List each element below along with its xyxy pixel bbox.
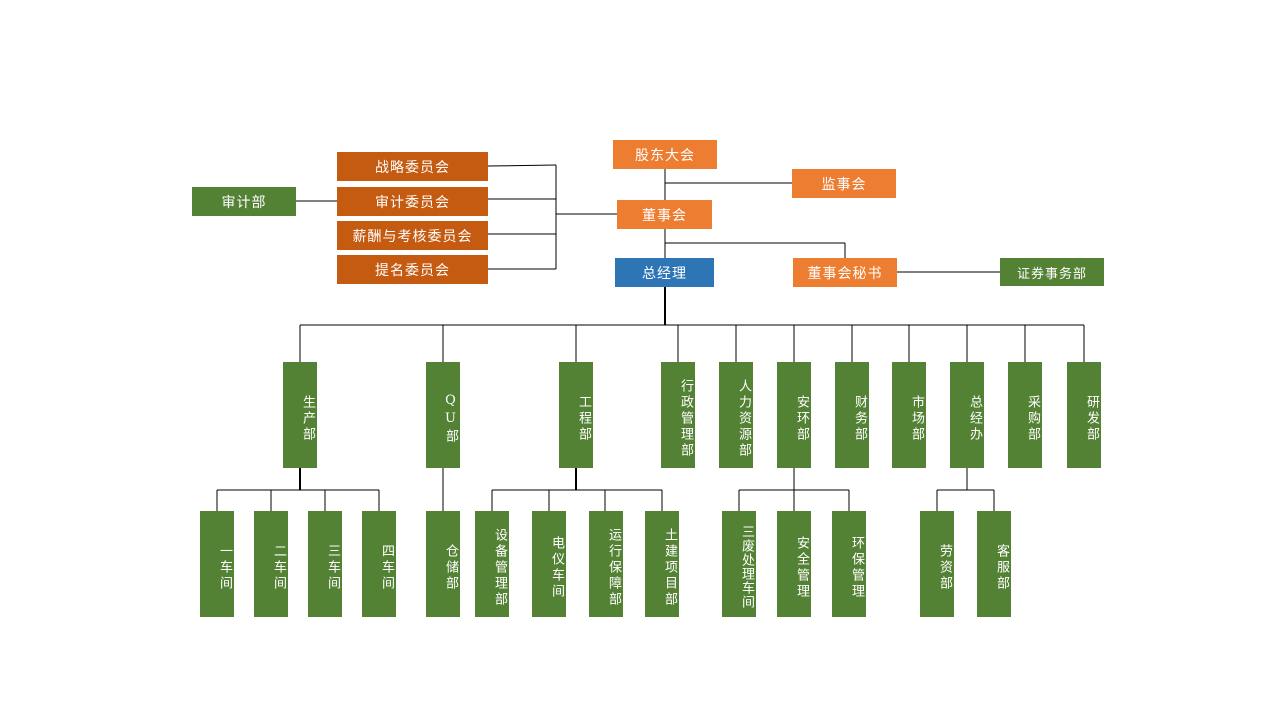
committee-audit-box: 审计委员会 <box>337 187 488 216</box>
dept-finance-box: 财务部 <box>835 362 869 468</box>
waste-treatment-box: 三废处理车间 <box>722 511 756 617</box>
warehouse-box: 仓储部 <box>426 511 460 617</box>
dept-admin-box: 行政管理部 <box>661 362 695 468</box>
operations-support-box: 运行保障部 <box>589 511 623 617</box>
audit-dept-box: 审计部 <box>192 187 296 216</box>
board-secretary-box: 董事会秘书 <box>793 258 897 287</box>
workshop-4-box: 四车间 <box>362 511 396 617</box>
labor-dept-box: 劳资部 <box>920 511 954 617</box>
workshop-2-box: 二车间 <box>254 511 288 617</box>
environmental-mgmt-box: 环保管理 <box>832 511 866 617</box>
dept-hr-box: 人力资源部 <box>719 362 753 468</box>
supervisors-box: 监事会 <box>792 169 896 198</box>
dept-qu-box: QU部 <box>426 362 460 468</box>
committee-strategy-box: 战略委员会 <box>337 152 488 181</box>
workshop-1-box: 一车间 <box>200 511 234 617</box>
committee-compensation-box: 薪酬与考核委员会 <box>337 221 488 250</box>
customer-service-box: 客服部 <box>977 511 1011 617</box>
ceo-box: 总经理 <box>615 258 714 287</box>
civil-projects-box: 土建项目部 <box>645 511 679 617</box>
dept-purchasing-box: 采购部 <box>1008 362 1042 468</box>
dept-rnd-box: 研发部 <box>1067 362 1101 468</box>
workshop-3-box: 三车间 <box>308 511 342 617</box>
dept-market-box: 市场部 <box>892 362 926 468</box>
safety-mgmt-box: 安全管理 <box>777 511 811 617</box>
securities-box: 证券事务部 <box>1000 258 1104 286</box>
dept-general-office-box: 总经办 <box>950 362 984 468</box>
dept-safety-env-box: 安环部 <box>777 362 811 468</box>
board-box: 董事会 <box>617 200 712 229</box>
dept-engineering-box: 工程部 <box>559 362 593 468</box>
dept-production-box: 生产部 <box>283 362 317 468</box>
electrical-workshop-box: 电仪车间 <box>532 511 566 617</box>
committee-nomination-box: 提名委员会 <box>337 255 488 284</box>
shareholders-box: 股东大会 <box>613 140 717 169</box>
equipment-mgmt-box: 设备管理部 <box>475 511 509 617</box>
